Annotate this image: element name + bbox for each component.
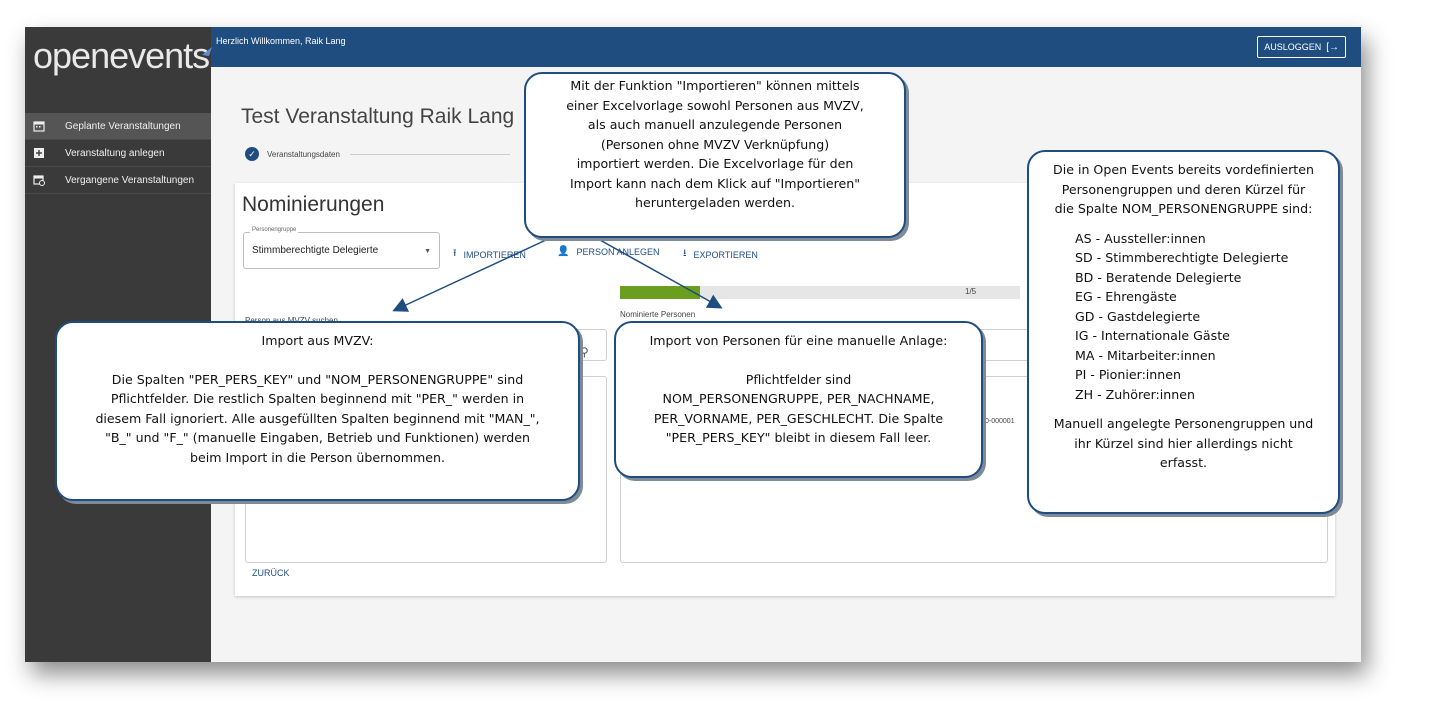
sidebar-item-label: Geplante Veranstaltungen — [65, 120, 181, 132]
logout-icon: [→ — [1326, 41, 1339, 53]
download-icon: ⭳ — [683, 248, 687, 259]
check-icon: ✓ — [245, 147, 259, 161]
chevron-down-icon: ▼ — [424, 248, 431, 255]
arrow-to-nominated — [599, 239, 723, 309]
group-code-item: BD - Beratende Delegierte — [1075, 269, 1242, 285]
callout-line: ihr Kürzel sind hier allerdings nicht — [1074, 435, 1293, 451]
callout-line: "PER_PERS_KEY" bleibt in diesem Fall lee… — [665, 430, 932, 445]
progress-text: 1/5 — [965, 287, 977, 296]
group-code-item: ZH - Zuhörer:innen — [1075, 386, 1195, 402]
callout-line: Pflichtfelder. Die restlich Spalten begi… — [110, 391, 525, 406]
callout-title: Import aus MVZV: — [261, 333, 374, 348]
callout-line: heruntergeladen werden. — [635, 195, 795, 210]
sidebar-item-create-event[interactable]: Veranstaltung anlegen — [25, 140, 211, 167]
step-label[interactable]: Veranstaltungsdaten — [267, 149, 340, 159]
app-logo: openevents — [33, 35, 210, 76]
sidebar-item-planned-events[interactable]: Geplante Veranstaltungen — [25, 113, 211, 140]
group-code-item: AS - Aussteller:innen — [1075, 230, 1206, 246]
step-divider — [349, 153, 510, 155]
sidebar-item-label: Veranstaltung anlegen — [65, 147, 165, 159]
person-add-icon: 👤 — [557, 246, 570, 257]
callout-line: Die in Open Events bereits vordefinierte… — [1053, 162, 1314, 177]
group-select-label: Personengruppe — [250, 227, 299, 233]
sidebar-nav: Geplante Veranstaltungen Veranstaltung a… — [25, 113, 211, 194]
group-code-item: IG - Internationale Gäste — [1075, 328, 1230, 343]
add-person-button[interactable]: 👤 PERSON ANLEGEN — [557, 246, 659, 257]
card-title: Nominierungen — [242, 193, 385, 216]
import-label: IMPORTIEREN — [463, 249, 526, 260]
group-select-value: Stimmberechtigte Delegierte — [252, 245, 379, 256]
group-code-item: SD - Stimmberechtigte Delegierte — [1075, 250, 1289, 265]
callout-person-groups: Die in Open Events bereits vordefinierte… — [1027, 150, 1340, 514]
top-bar: Herzlich Willkommen, Raik Lang AUSLOGGEN… — [211, 27, 1361, 67]
callout-line: diesem Fall ignoriert. Alle ausgefüllten… — [95, 410, 540, 426]
callout-line: erfasst. — [1159, 455, 1208, 470]
nominated-label: Nominierte Personen — [620, 310, 696, 319]
callout-line: als auch manuell anzulegende Personen — [587, 117, 843, 132]
add-box-icon — [34, 148, 44, 158]
callout-line: (Personen ohne MVZV Verknüpfung) — [600, 136, 830, 152]
search-icon[interactable]: ⚲ — [580, 345, 589, 359]
search-label: Person aus MVZV suchen — [245, 316, 338, 325]
group-code-item: MA - Mitarbeiter:innen — [1075, 347, 1216, 363]
callout-line: beim Import in die Person übernommen. — [190, 449, 445, 465]
export-label: EXPORTIEREN — [693, 249, 758, 260]
add-person-label: PERSON ANLEGEN — [576, 246, 660, 257]
group-code-item: GD - Gastdelegierte — [1075, 308, 1201, 324]
callout-line: PER_VORNAME, PER_GESCHLECHT. Die Spalte — [653, 410, 944, 426]
callout-line: Manuell angelegte Personengruppen und — [1053, 416, 1314, 431]
group-select[interactable]: Personengruppe Stimmberechtigte Delegier… — [243, 227, 440, 269]
sidebar-item-past-events[interactable]: Vergangene Veranstaltungen — [25, 167, 211, 194]
callout-title: Import von Personen für eine manuelle An… — [649, 333, 948, 348]
arrow-to-mvzv-search — [392, 239, 547, 312]
page-title: Test Veranstaltung Raik Lang — [241, 105, 515, 128]
welcome-text: Herzlich Willkommen, Raik Lang — [216, 36, 346, 46]
calendar-icon — [33, 121, 45, 132]
group-code-item: PI - Pionier:innen — [1075, 367, 1182, 382]
callout-line: die Spalte NOM_PERSONENGRUPPE sind: — [1054, 201, 1313, 216]
callout-line: "B_" und "F_" (manuelle Eingaben, Betrie… — [105, 430, 530, 445]
calendar-clock-icon — [33, 175, 45, 186]
import-button[interactable]: ⭱ IMPORTIEREN — [453, 246, 526, 263]
logout-button[interactable]: AUSLOGGEN [→ — [1257, 36, 1346, 58]
logout-label: AUSLOGGEN — [1264, 42, 1322, 52]
stepper: ✓ Veranstaltungsdaten — [245, 147, 510, 161]
callout-line: Mit der Funktion "Importieren" können mi… — [570, 78, 860, 93]
callout-line: Import kann nach dem Klick auf "Importie… — [569, 175, 861, 191]
callout-line: NOM_PERSONENGRUPPE, PER_NACHNAME, — [662, 391, 935, 406]
export-button[interactable]: ⭳ EXPORTIEREN — [683, 246, 758, 263]
callout-line: Pflichtfelder sind — [745, 371, 852, 387]
callout-manual-import: Import von Personen für eine manuelle An… — [614, 321, 983, 478]
callout-line: importiert werden. Die Excelvorlage für … — [576, 156, 854, 171]
sidebar-item-label: Vergangene Veranstaltungen — [65, 174, 194, 186]
logo-mark-icon — [202, 47, 212, 56]
upload-icon: ⭱ — [453, 248, 457, 259]
nominated-person-id: 0-000001 — [985, 418, 1015, 425]
callout-mvzv-import: Import aus MVZV: Die Spalten "PER_PERS_K… — [55, 321, 580, 501]
callout-line: einer Excelvorlage sowohl Personen aus M… — [566, 97, 864, 113]
back-button[interactable]: ZURÜCK — [252, 568, 290, 578]
callout-import-function: Mit der Funktion "Importieren" können mi… — [524, 72, 906, 238]
callout-line: Die Spalten "PER_PERS_KEY" und "NOM_PERS… — [111, 371, 524, 387]
group-code-item: EG - Ehrengäste — [1075, 289, 1177, 304]
group-code-list: AS - Aussteller:innen SD - Stimmberechti… — [1075, 229, 1332, 405]
callout-line: Personengruppen und deren Kürzel für — [1061, 181, 1306, 197]
progress-fill — [620, 286, 700, 299]
